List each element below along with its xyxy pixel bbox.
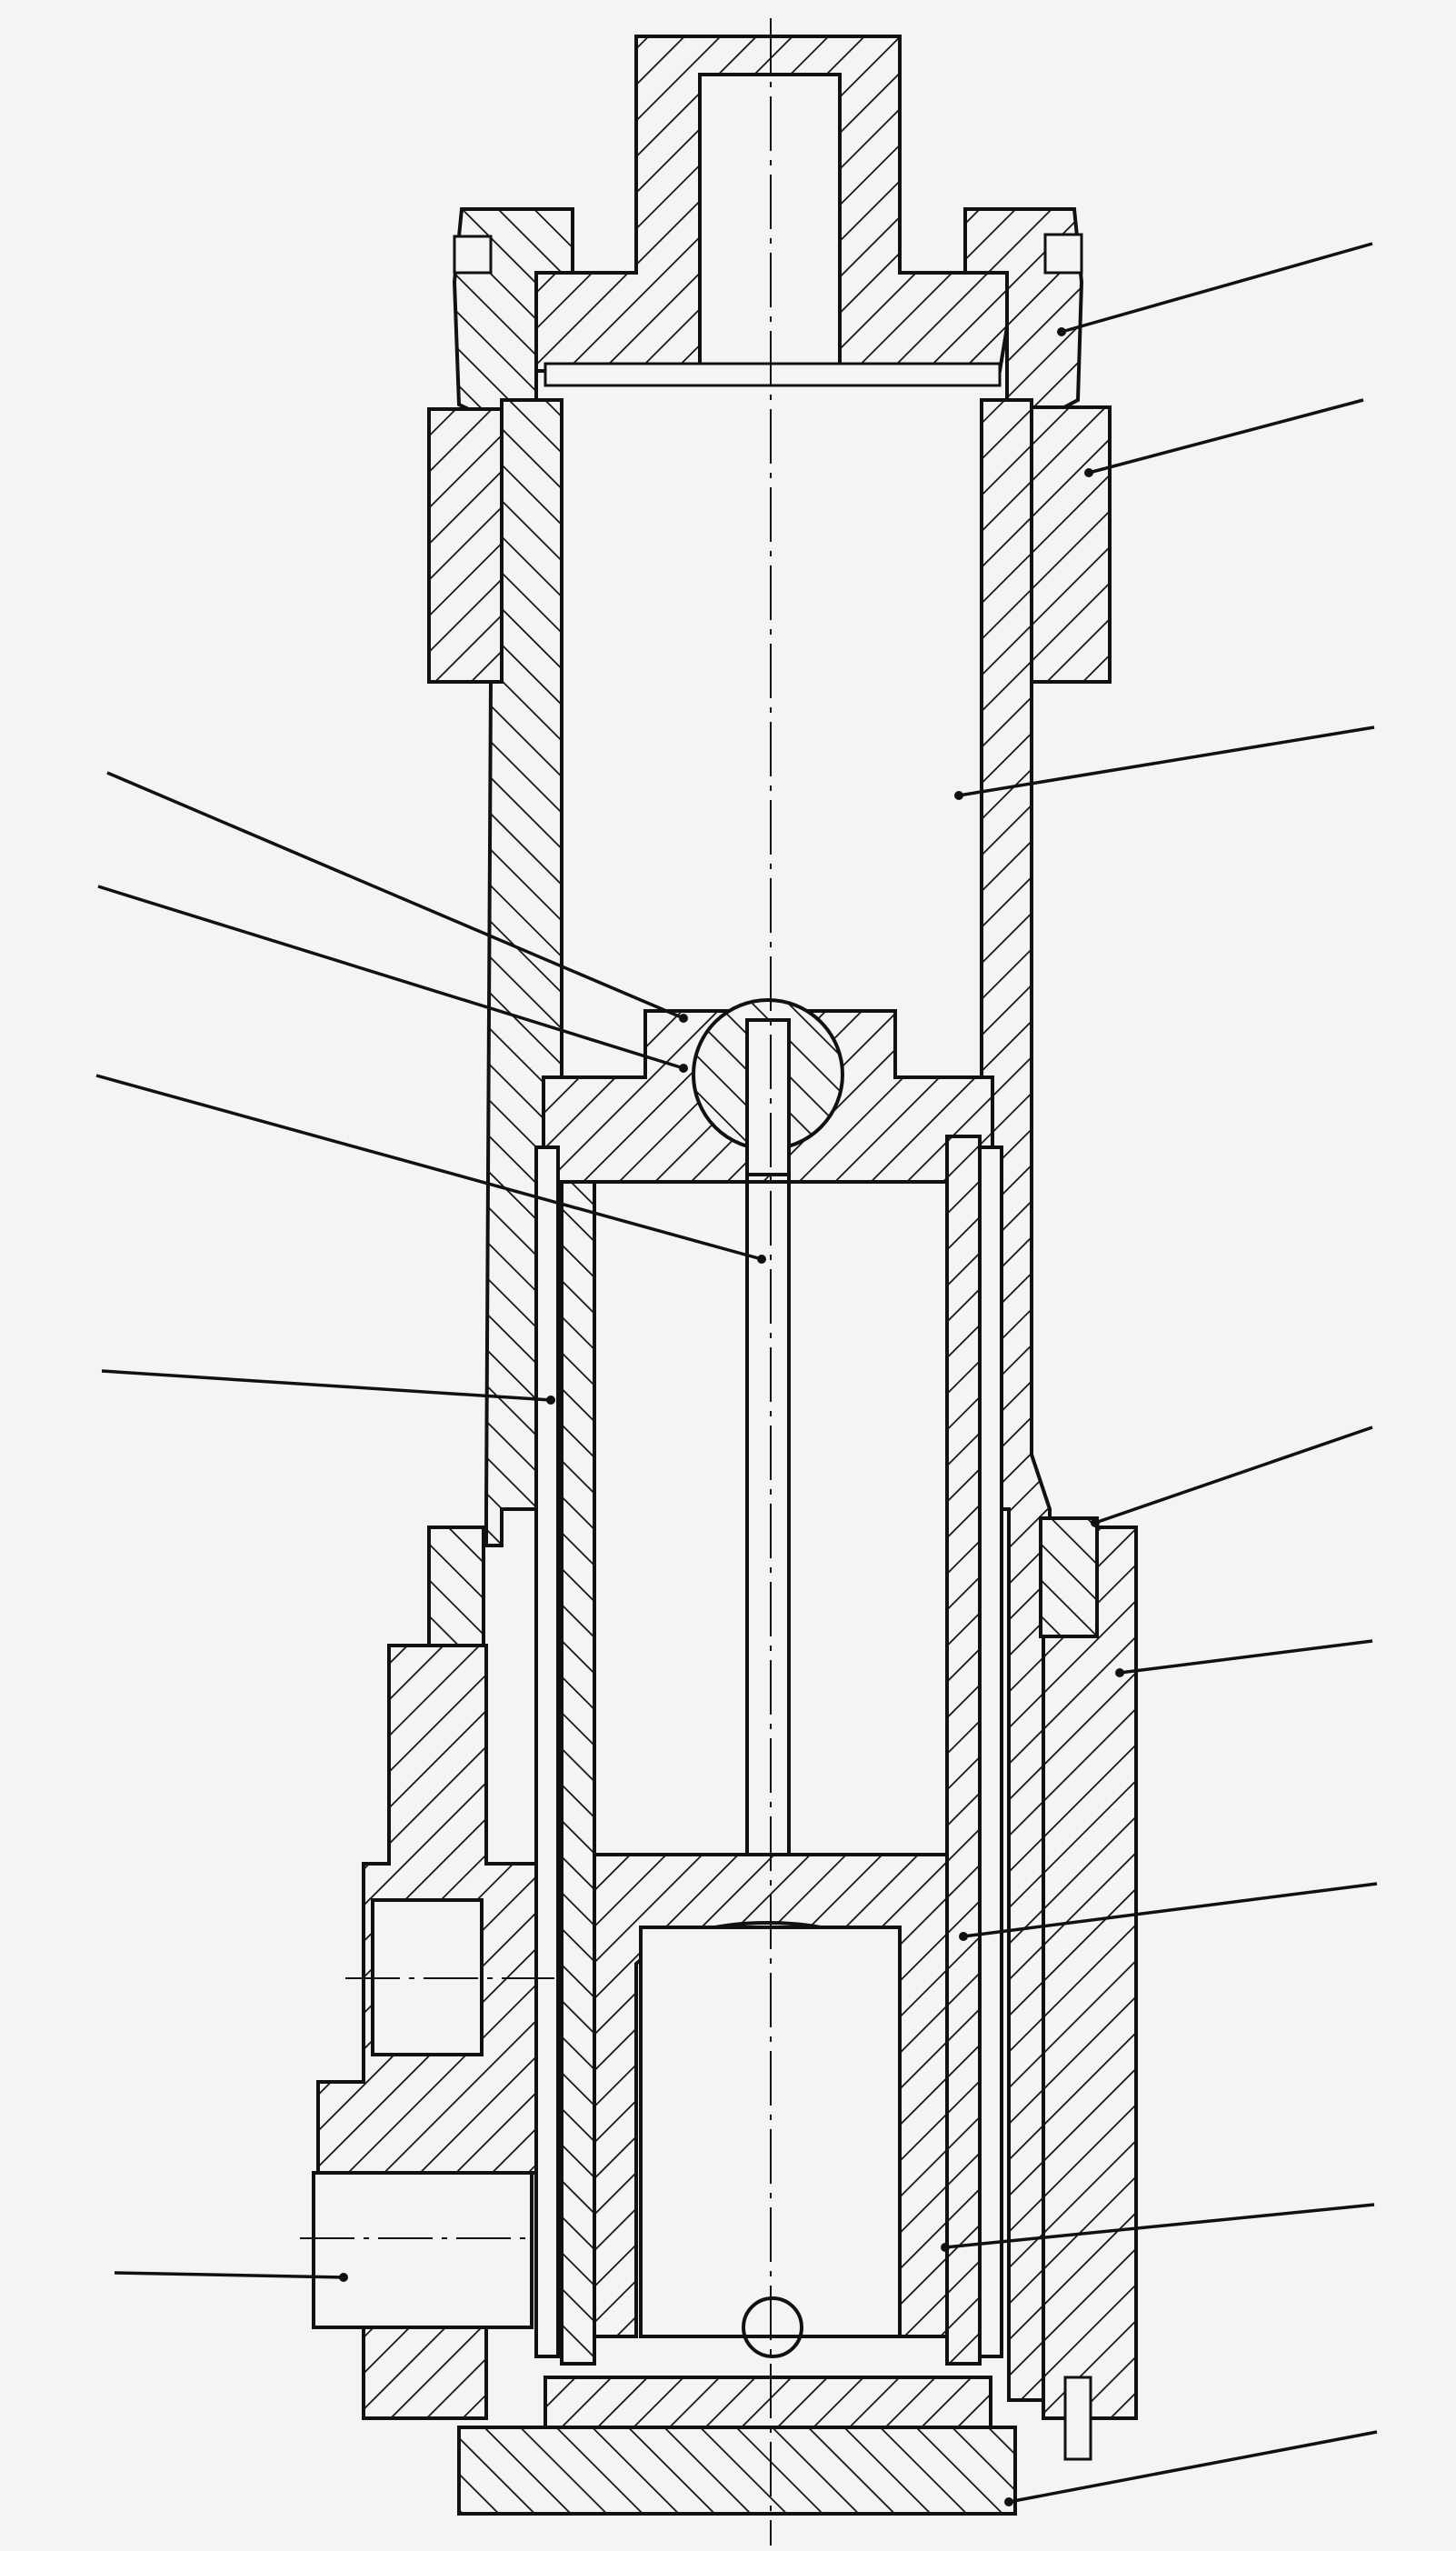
leader-line-inner-sleeve bbox=[962, 1882, 1378, 1938]
leader-dot-port-fitting bbox=[339, 2273, 348, 2282]
leader-dot-base-plate bbox=[1004, 2497, 1013, 2506]
callout-leaders bbox=[95, 242, 1378, 2506]
leader-line-port-fitting bbox=[114, 2271, 344, 2279]
leader-line-cylinder-bore bbox=[958, 725, 1375, 797]
leader-line-guide-tube bbox=[101, 1369, 552, 1402]
leader-dot-piston-seal bbox=[679, 1014, 688, 1023]
leader-dot-guide-tube bbox=[546, 1396, 555, 1405]
leader-line-base-plate bbox=[1008, 2430, 1378, 2504]
leader-line-upper-collar bbox=[1088, 398, 1364, 475]
leader-line-lower-housing bbox=[1119, 1639, 1373, 1675]
base-plate bbox=[457, 2376, 1092, 2516]
lower-housing-right bbox=[1039, 1516, 1138, 2420]
lower-housing-left bbox=[312, 1526, 538, 2420]
leader-line-top-nut bbox=[1061, 242, 1373, 334]
guide-tube-left bbox=[534, 1145, 596, 2366]
leader-dot-cylinder-bore bbox=[954, 791, 963, 800]
leader-dot-sleeve-wall bbox=[941, 2243, 950, 2252]
leader-dot-ball-joint bbox=[679, 1064, 688, 1073]
piston-head bbox=[542, 998, 994, 1184]
leader-dot-lower-housing bbox=[1115, 1668, 1124, 1677]
leader-line-ball-joint bbox=[97, 885, 684, 1070]
top-nut bbox=[452, 207, 1084, 431]
leader-line-piston-rod bbox=[95, 1074, 763, 1261]
leader-dot-upper-collar bbox=[1084, 468, 1093, 477]
top-cap bbox=[527, 35, 1009, 387]
leader-dot-inner-sleeve bbox=[959, 1932, 968, 1941]
guide-tube-right bbox=[945, 1135, 1003, 2366]
leader-line-piston-seal bbox=[106, 771, 684, 1020]
leader-dot-piston-rod bbox=[757, 1255, 766, 1264]
leader-dot-top-nut bbox=[1057, 327, 1066, 336]
leader-line-lower-flange-bolt bbox=[1094, 1426, 1373, 1525]
piston-rod bbox=[745, 1173, 791, 1877]
leader-dot-lower-flange-bolt bbox=[1091, 1518, 1100, 1527]
upper-collar bbox=[427, 405, 1112, 684]
leader-line-sleeve-wall bbox=[944, 2203, 1375, 2249]
